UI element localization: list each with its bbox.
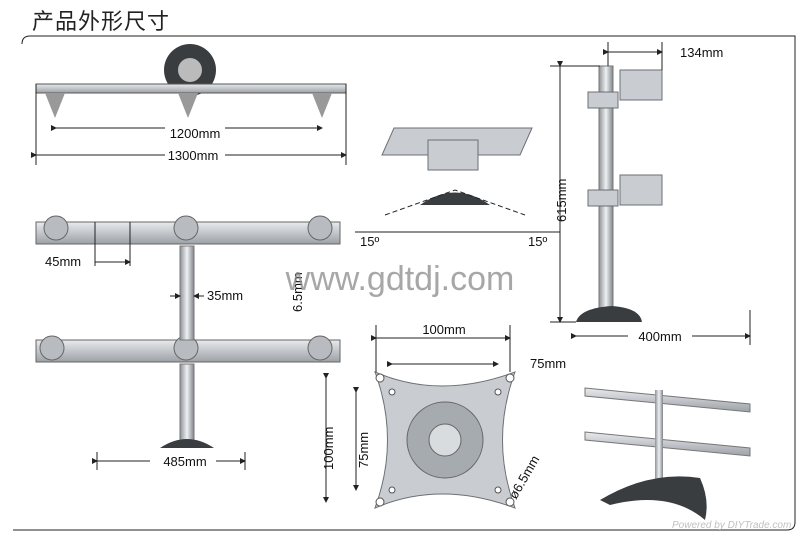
dim-485mm: 485mm [163,454,206,469]
dim-vesa-100mm-h: 100mm [422,322,465,337]
diagram-frame [13,35,796,531]
top-view: 1200mm 1300mm [31,44,347,165]
dim-vesa-75mm-v: 75mm [356,432,371,468]
product-perspective [584,387,751,520]
dim-tilt-left: 15º [360,234,379,249]
side-view: 134mm 615mm 400mm [550,42,751,345]
page-title: 产品外形尺寸 [32,10,171,35]
dim-tilt-right: 15º [528,234,547,249]
dim-1300mm: 1300mm [168,148,219,163]
dim-615mm: 615mm [554,179,569,222]
tilt-view: 15º 15º [355,127,560,249]
dim-1200mm: 1200mm [170,126,221,141]
dim-vesa-100mm-v: 100mm [321,427,336,470]
vesa-plate-view: 100mm 75mm 100mm 75mm ø6.5mm [321,322,566,509]
dim-45mm: 45mm [45,254,81,269]
dim-400mm: 400mm [638,329,681,344]
dim-vesa-75mm-h: 75mm [530,356,566,371]
dim-hole-diameter: ø6.5mm [506,453,543,502]
front-view: 45mm 35mm 6.5mm 485mm [35,215,341,470]
footer-watermark: Powered by DIYTrade.com [672,520,791,531]
dim-6.5mm: 6.5mm [290,272,305,312]
dim-35mm: 35mm [207,288,243,303]
dim-134mm: 134mm [680,45,723,60]
watermark-url: www.gdtdj.com [285,260,515,298]
